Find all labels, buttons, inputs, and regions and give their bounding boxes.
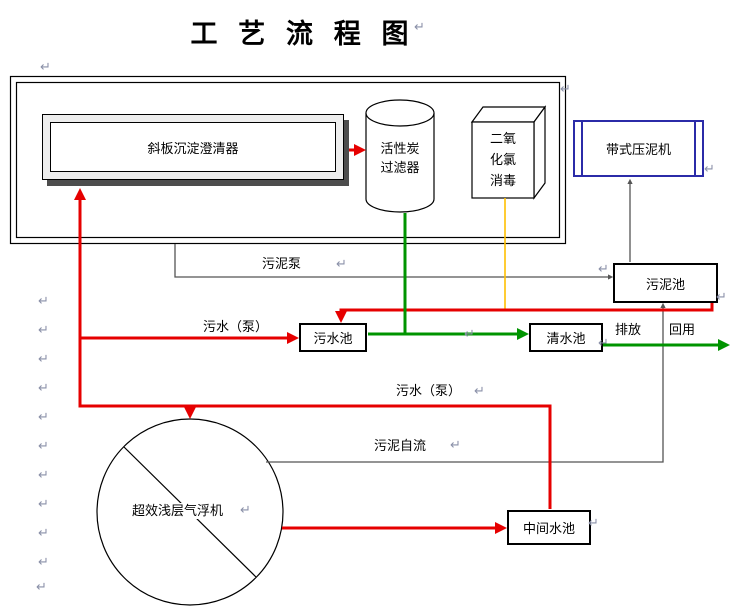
belt-press-right-bar [694,122,696,175]
chlorine-box-side-face [533,105,546,200]
paragraph-mark: ↵ [36,579,47,594]
treatment-unit-inner-frame [15,81,561,239]
paragraph-mark: ↵ [38,554,49,569]
paragraph-mark: ↵ [588,515,599,530]
paragraph-mark: ↵ [598,335,609,350]
paragraph-mark: ↵ [40,59,51,74]
paragraph-mark: ↵ [38,380,49,395]
paragraph-mark: ↵ [38,467,49,482]
red-midpool-recycle-line [74,188,552,509]
paragraph-mark: ↵ [240,502,251,517]
paragraph-mark: ↵ [38,322,49,337]
paragraph-mark: ↵ [414,19,425,34]
carbon-filter-cylinder-top [365,99,435,127]
chlorine-label: 二氧 化氯 消毒 [472,128,534,191]
sewage-pump-label-1: 污水（泵） [203,319,269,334]
page-title: 工 艺 流 程 图 [190,19,416,49]
reuse-label: 回用 [669,322,696,337]
clarifier-3d-box: 斜板沉淀澄清器 [42,114,344,180]
paragraph-mark: ↵ [560,81,571,96]
paragraph-mark: ↵ [336,256,347,271]
sludge-pool-box: 污泥池 [613,263,718,303]
paragraph-mark: ↵ [464,326,475,341]
paragraph-mark: ↵ [450,437,461,452]
paragraph-mark: ↵ [38,409,49,424]
paragraph-mark: ↵ [704,161,715,176]
belt-press-box: 带式压泥机 [573,120,704,177]
flotation-label: 超效浅层气浮机 [130,503,226,519]
paragraph-mark: ↵ [716,289,727,304]
chlorine-label-line1: 二氧 [489,131,516,146]
mid-pool-label: 中间水池 [522,521,575,536]
sludge-pump-label: 污泥泵 [262,256,302,271]
belt-press-label: 带式压泥机 [605,142,671,157]
clarifier-inner-frame: 斜板沉淀澄清器 [50,122,336,172]
chlorine-box-top-face [470,106,547,123]
sludge-pool-label: 污泥池 [645,276,685,292]
chlorine-box-front-face [471,121,535,199]
carbon-filter-label-line1: 活性炭 [380,141,420,156]
clarifier-label: 斜板沉淀澄清器 [147,140,239,156]
gray-sludge-pump-line [174,244,614,280]
paragraph-mark: ↵ [38,438,49,453]
chlorine-label-line3: 消毒 [489,173,516,188]
paragraph-mark: ↵ [38,496,49,511]
sewage-pool-label: 污水池 [313,331,353,346]
sewage-pump-label-2: 污水（泵） [396,383,462,398]
clean-pool-label: 清水池 [546,331,586,346]
paragraph-mark: ↵ [38,351,49,366]
carbon-filter-cylinder-body [365,113,435,213]
clean-pool-box: 清水池 [529,323,603,352]
paragraph-mark: ↵ [38,293,49,308]
mid-pool-box: 中间水池 [507,510,591,545]
chlorine-label-line2: 化氯 [489,152,516,167]
sewage-pool-box: 污水池 [299,323,367,352]
gray-sludge-gravity-line [266,302,666,463]
paragraph-mark: ↵ [474,383,485,398]
belt-press-left-bar [581,122,583,175]
sludge-gravity-label: 污泥自流 [374,438,427,453]
paragraph-mark: ↵ [598,261,609,276]
discharge-label: 排放 [615,322,642,337]
red-sludgepool-return-line [335,303,714,323]
paragraph-mark: ↵ [38,525,49,540]
carbon-filter-label: 活性炭 过滤器 [366,139,434,177]
carbon-filter-label-line2: 过滤器 [380,160,420,175]
